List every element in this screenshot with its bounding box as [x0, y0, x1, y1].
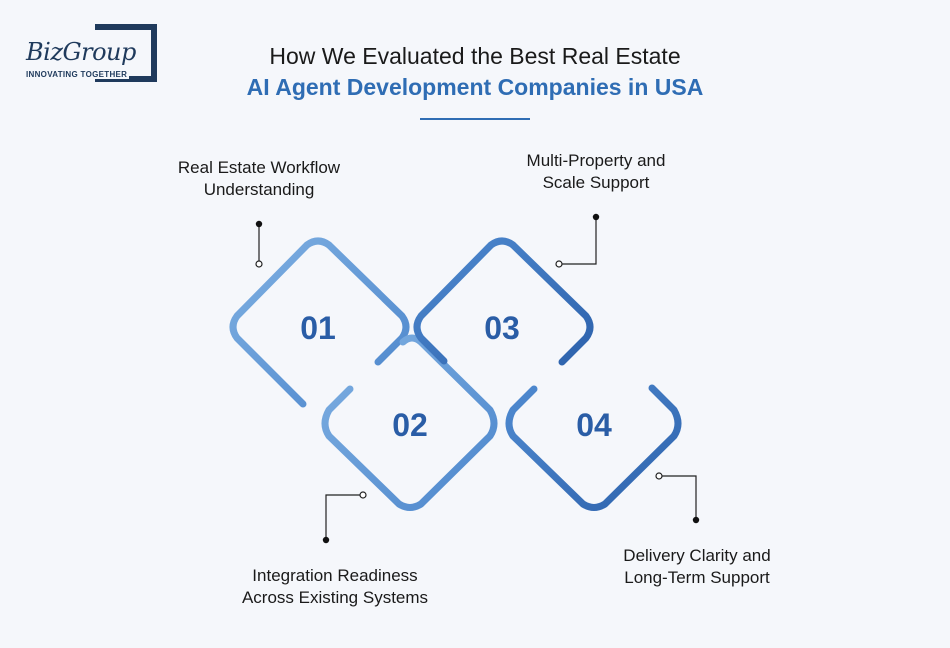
logo-tagline: INNOVATING TOGETHER: [26, 70, 130, 79]
connector-04-ring: [655, 472, 663, 480]
step-label-01-line1: Real Estate Workflow: [177, 158, 341, 177]
step-label-02-line1: Integration Readiness: [252, 566, 418, 585]
title-underline: [420, 118, 530, 120]
diamond-01-shape: [229, 237, 410, 408]
connector-04: [659, 475, 697, 520]
step-label-01-line2: Understanding: [203, 180, 315, 199]
connector-02: [325, 494, 363, 540]
step-number-01: 01: [300, 310, 336, 346]
page-title-line2: AI Agent Development Companies in USA: [246, 74, 704, 100]
step-label-03-line1: Multi-Property and: [526, 151, 666, 170]
step-label-01: Real Estate Workflow Understanding: [159, 157, 359, 201]
diamond-02-shape: [321, 334, 498, 511]
connector-04-dot: [692, 516, 700, 524]
connector-03: [559, 217, 597, 265]
connector-03-dot: [592, 213, 600, 221]
logo-name: BizGroup: [26, 38, 138, 66]
logo-frame: [95, 24, 157, 82]
step-number-02: 02: [392, 407, 428, 443]
step-label-04-line2: Long-Term Support: [624, 568, 770, 587]
connector-01-dot: [255, 220, 263, 228]
step-label-04: Delivery Clarity and Long-Term Support: [592, 545, 802, 589]
page-title-line1: How We Evaluated the Best Real Estate: [269, 43, 681, 69]
step-number-04: 04: [576, 407, 612, 443]
step-label-04-line1: Delivery Clarity and: [623, 546, 771, 565]
step-label-03: Multi-Property and Scale Support: [496, 150, 696, 194]
diamond-03-shape: [413, 237, 594, 366]
bizgroup-logo: BizGroup INNOVATING TOGETHER: [22, 24, 157, 84]
step-label-02-line2: Across Existing Systems: [241, 588, 429, 607]
step-label-03-line2: Scale Support: [542, 173, 650, 192]
step-label-02: Integration Readiness Across Existing Sy…: [215, 565, 455, 609]
step-number-03: 03: [484, 310, 520, 346]
connector-01-ring: [255, 260, 263, 268]
diamond-04-shape: [505, 384, 682, 511]
connector-02-dot: [322, 536, 330, 544]
connector-03-ring: [555, 260, 563, 268]
connector-02-ring: [359, 491, 367, 499]
